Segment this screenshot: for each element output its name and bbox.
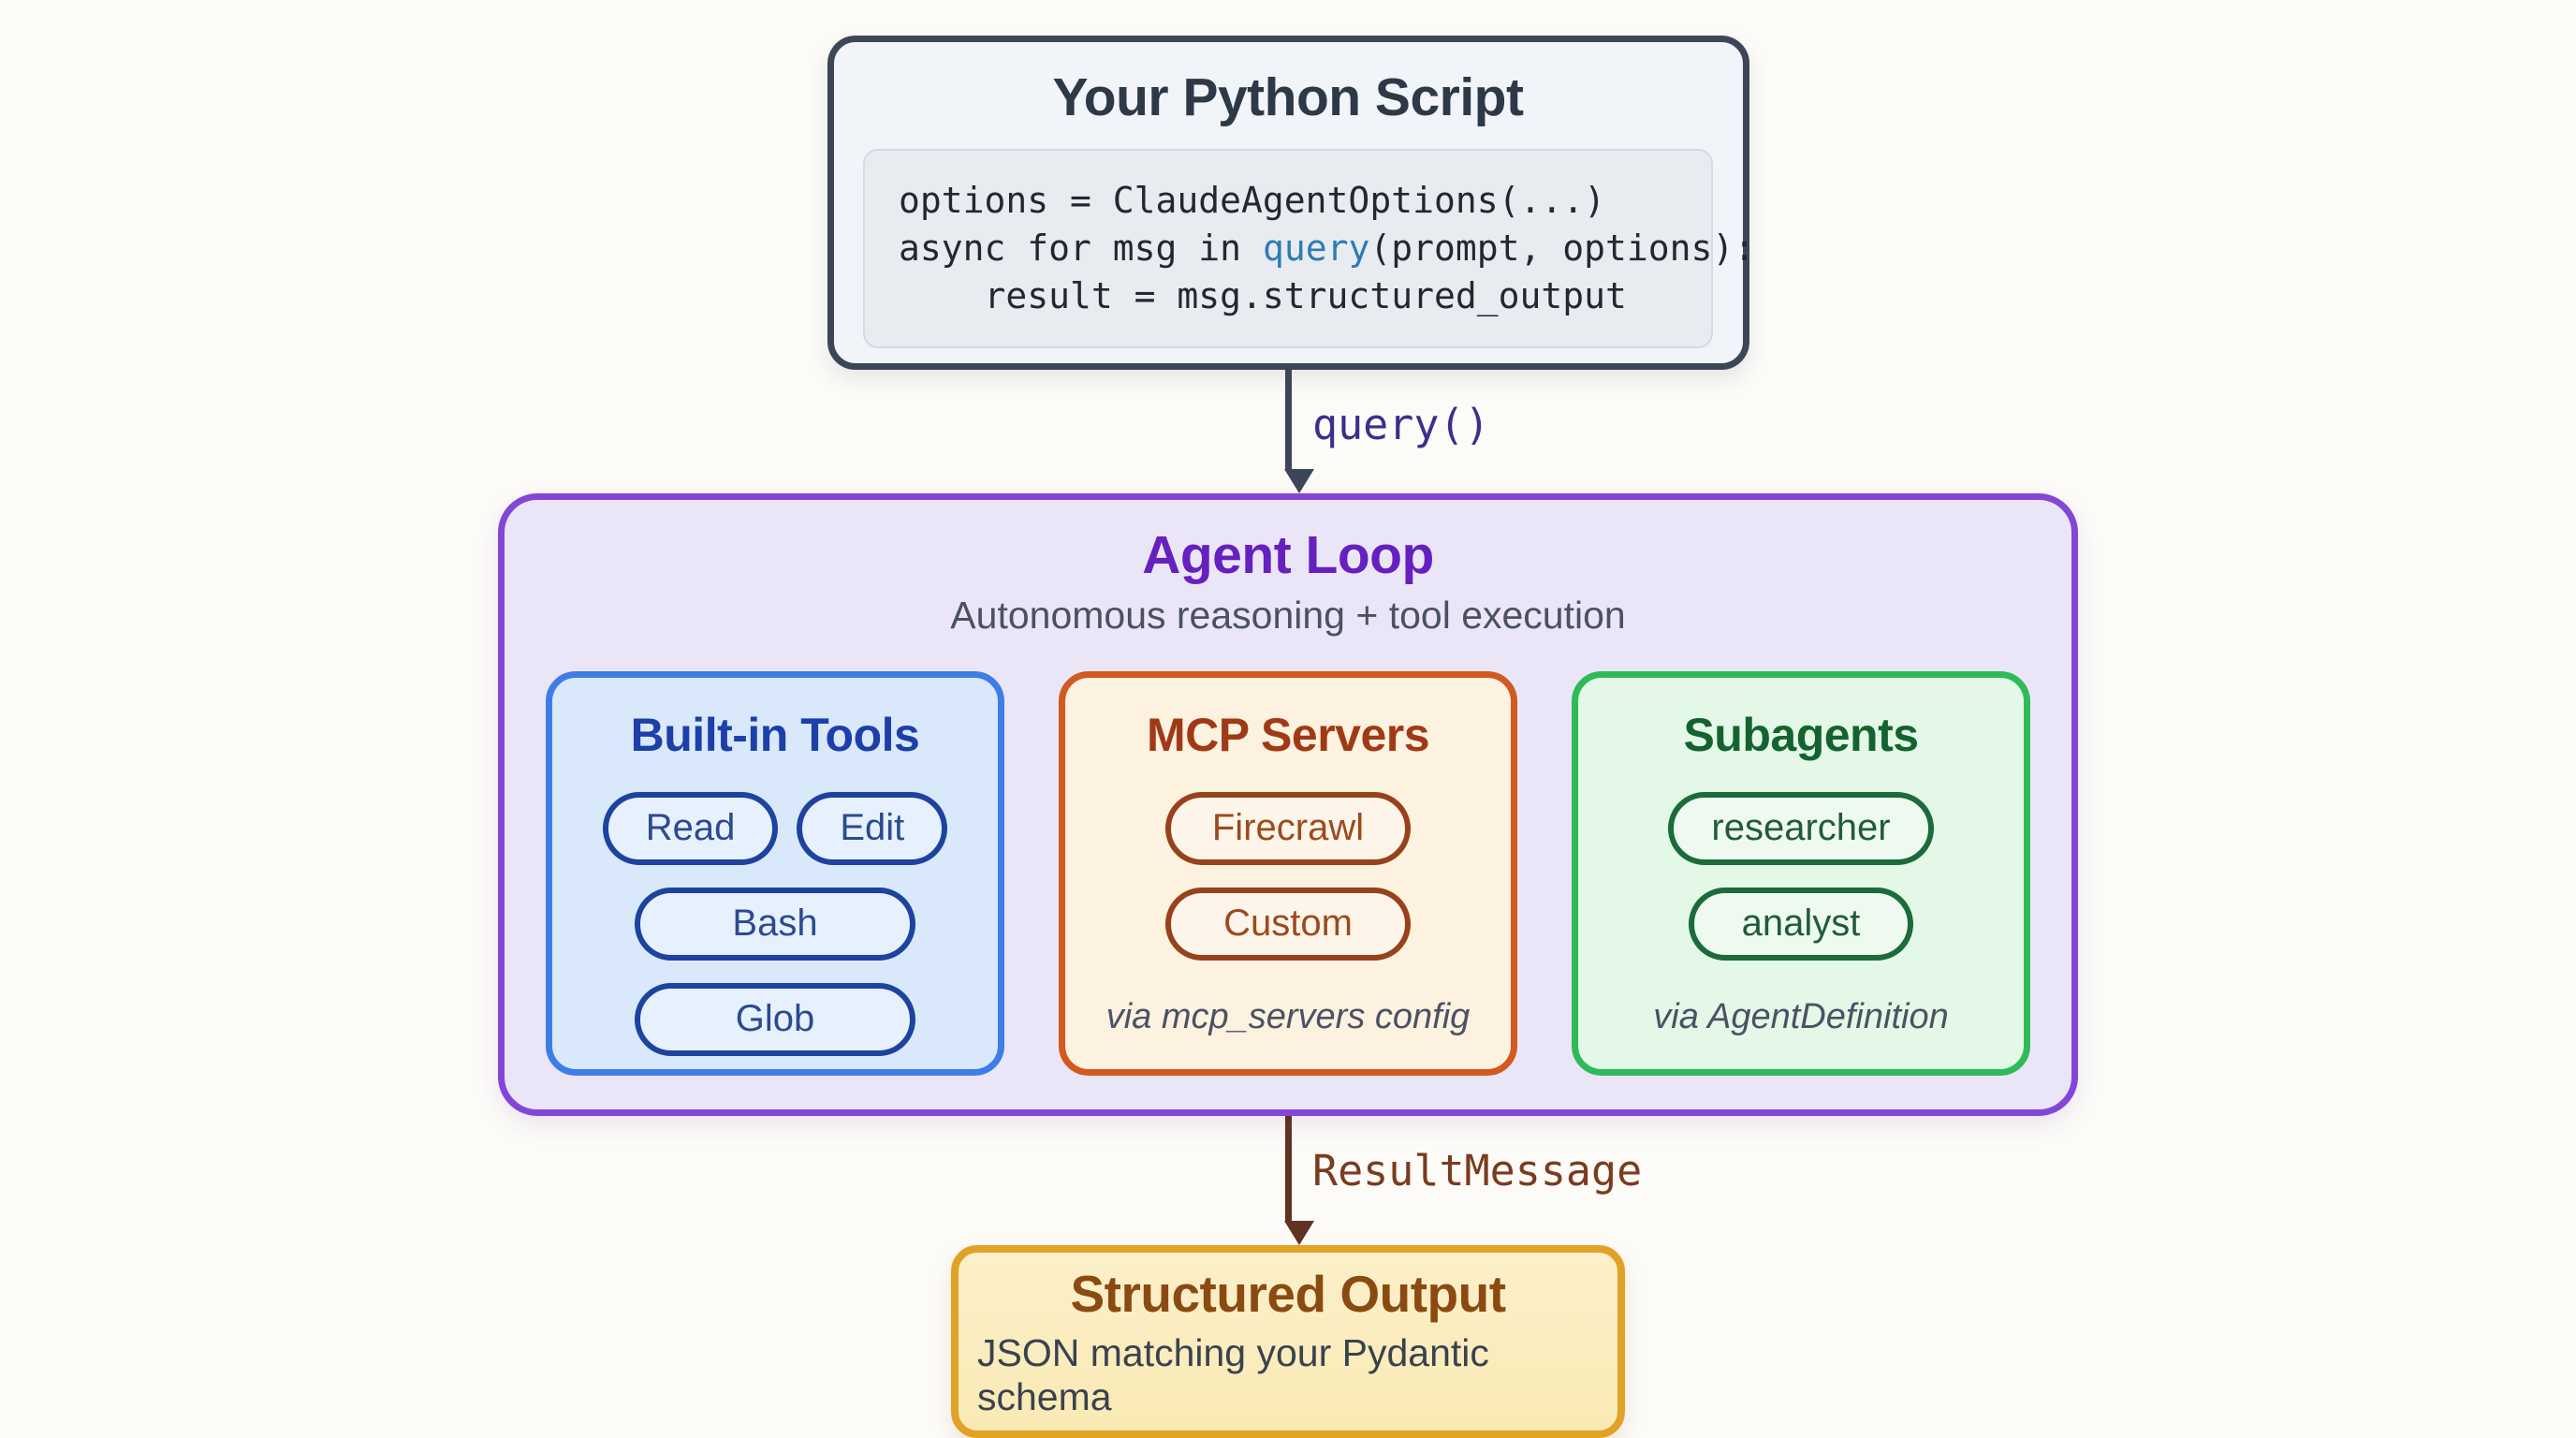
subagents-title: Subagents bbox=[1683, 708, 1919, 761]
built-in-tools-pills: Read Edit Bash Glob bbox=[602, 791, 948, 1056]
subagent-pill-analyst: analyst bbox=[1688, 887, 1913, 961]
query-arrow: query() bbox=[1284, 369, 1490, 493]
code-line-2-pre: async for msg in bbox=[899, 227, 1263, 269]
result-message-arrow-head-icon bbox=[1284, 1220, 1314, 1245]
built-in-tools-title: Built-in Tools bbox=[630, 708, 920, 761]
agent-loop-subtitle: Autonomous reasoning + tool execution bbox=[950, 593, 1626, 637]
subagents-pills: researcher analyst bbox=[1668, 791, 1934, 961]
mcp-pill-firecrawl: Firecrawl bbox=[1165, 791, 1411, 865]
tool-pill-edit: Edit bbox=[797, 791, 948, 865]
subagents-card: Subagents researcher analyst via AgentDe… bbox=[1572, 670, 2030, 1076]
result-message-arrow-label: ResultMessage bbox=[1312, 1145, 1643, 1196]
subagents-footer: via AgentDefinition bbox=[1653, 996, 1949, 1036]
built-in-tools-card: Built-in Tools Read Edit Bash Glob bbox=[546, 670, 1004, 1076]
mcp-servers-card: MCP Servers Firecrawl Custom via mcp_ser… bbox=[1059, 670, 1517, 1076]
structured-output-subtitle: JSON matching your Pydantic schema bbox=[977, 1330, 1489, 1418]
code-line-3: result = msg.structured_output bbox=[899, 272, 1677, 320]
structured-output-box: Structured Output JSON matching your Pyd… bbox=[951, 1244, 1625, 1438]
mcp-pill-custom: Custom bbox=[1165, 887, 1411, 961]
code-block: options = ClaudeAgentOptions(...) async … bbox=[863, 149, 1755, 348]
mcp-servers-title: MCP Servers bbox=[1146, 708, 1430, 761]
tool-pill-bash: Bash bbox=[635, 887, 915, 961]
query-arrow-head-icon bbox=[1284, 468, 1314, 493]
mcp-servers-footer: via mcp_servers config bbox=[1105, 996, 1471, 1036]
code-line-1: options = ClaudeAgentOptions(...) bbox=[899, 177, 1677, 225]
built-in-tools-pill-row: Read Edit bbox=[602, 791, 948, 865]
query-arrow-shaft bbox=[1284, 369, 1292, 469]
agent-loop-box: Agent Loop Autonomous reasoning + tool e… bbox=[498, 492, 2078, 1116]
agent-loop-title: Agent Loop bbox=[1142, 524, 1434, 585]
python-script-title: Your Python Script bbox=[1052, 67, 1524, 127]
result-message-arrow: ResultMessage bbox=[1284, 1115, 1642, 1245]
agent-loop-cards-row: Built-in Tools Read Edit Bash Glob MCP S… bbox=[546, 670, 2030, 1076]
code-line-2-post: (prompt, options): bbox=[1369, 227, 1756, 269]
python-script-box: Your Python Script options = ClaudeAgent… bbox=[827, 36, 1755, 370]
subagent-pill-researcher: researcher bbox=[1668, 791, 1934, 865]
mcp-servers-pills: Firecrawl Custom bbox=[1165, 791, 1411, 961]
code-line-3-text: result = msg.structured_output bbox=[899, 274, 1627, 316]
code-line-2: async for msg in query(prompt, options): bbox=[899, 225, 1755, 272]
structured-output-title: Structured Output bbox=[1070, 1264, 1506, 1323]
query-arrow-label: query() bbox=[1312, 399, 1490, 449]
code-line-1-text: options = ClaudeAgentOptions(...) bbox=[899, 180, 1605, 221]
tool-pill-read: Read bbox=[602, 791, 779, 865]
result-message-arrow-shaft bbox=[1284, 1115, 1292, 1221]
code-query-call: query bbox=[1262, 227, 1370, 269]
tool-pill-glob: Glob bbox=[635, 982, 915, 1056]
